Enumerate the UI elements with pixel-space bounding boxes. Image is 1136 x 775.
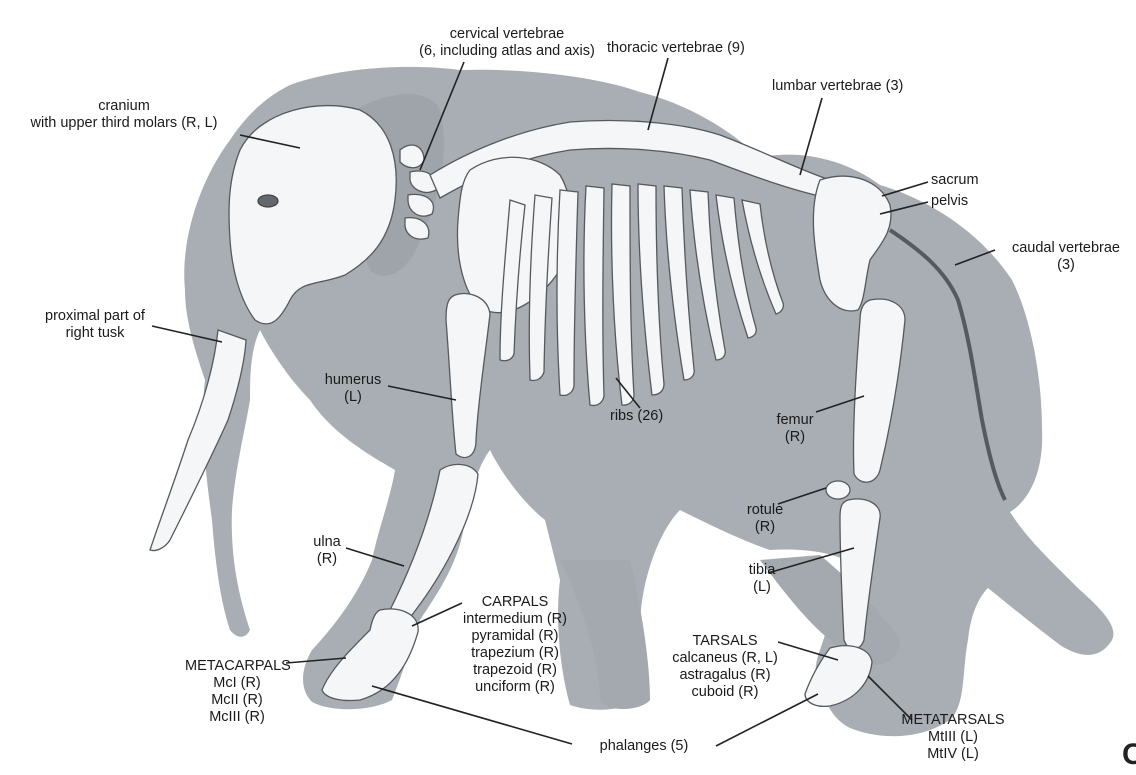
label-tibia: tibia(L) bbox=[744, 562, 780, 596]
label-humerus: humerus(L) bbox=[317, 372, 389, 406]
eye-socket bbox=[258, 195, 278, 207]
label-sacrum: sacrum bbox=[931, 172, 979, 189]
label-caudal-vertebrae: caudal vertebrae(3) bbox=[996, 240, 1136, 274]
label-ribs: ribs (26) bbox=[610, 408, 663, 425]
label-rotule: rotule(R) bbox=[738, 502, 792, 536]
label-lumbar-vertebrae: lumbar vertebrae (3) bbox=[772, 78, 903, 95]
figure-panel-letter: C bbox=[1122, 738, 1136, 772]
patella-bone bbox=[826, 481, 850, 499]
label-ulna: ulna(R) bbox=[304, 534, 350, 568]
label-thoracic-vertebrae: thoracic vertebrae (9) bbox=[607, 40, 745, 57]
label-cervical-vertebrae: cervical vertebrae(6, including atlas an… bbox=[387, 26, 627, 60]
label-femur: femur(R) bbox=[768, 412, 822, 446]
label-phalanges: phalanges (5) bbox=[575, 738, 713, 755]
label-pelvis: pelvis bbox=[931, 193, 968, 210]
